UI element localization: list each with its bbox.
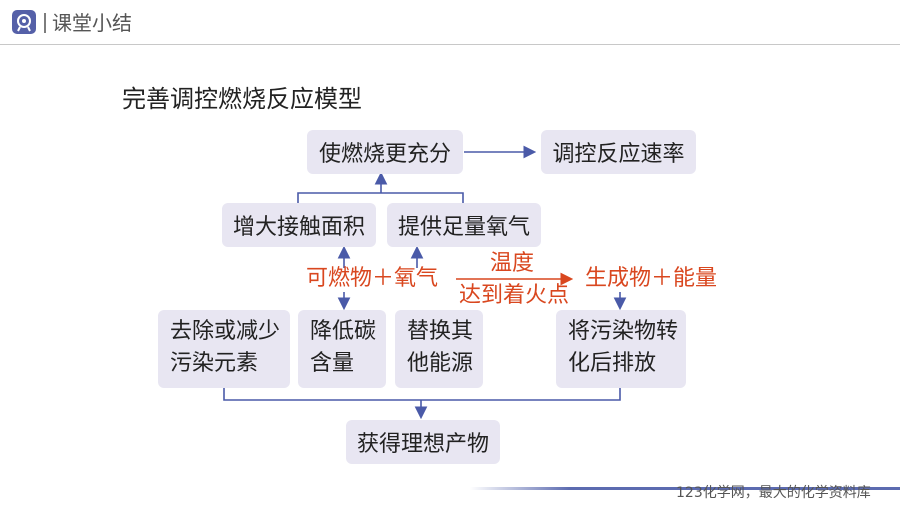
header-divider <box>0 44 900 45</box>
node-replace-energy-line2: 他能源 <box>407 351 474 376</box>
page-title: 完善调控燃烧反应模型 <box>122 85 362 113</box>
footer-accent-right <box>570 487 900 490</box>
node-treat-emissions-line2: 化后排放 <box>568 351 657 376</box>
bracket-measures <box>223 388 621 401</box>
node-increase-area: 增大接触面积 <box>222 203 376 247</box>
node-ideal-products: 获得理想产物 <box>346 420 500 464</box>
node-remove-pollutants-line2: 污染元素 <box>170 351 259 376</box>
node-supply-oxygen: 提供足量氧气 <box>387 203 541 247</box>
header-bar: 课堂小结 <box>0 0 900 46</box>
footer-accent-left <box>470 487 570 490</box>
node-full-combustion: 使燃烧更充分 <box>307 130 463 174</box>
node-remove-pollutants: 去除或减少 污染元素 <box>158 310 290 388</box>
node-treat-emissions-line1: 将污染物转 <box>568 319 679 344</box>
reaction-condition-ignition: 达到着火点 <box>459 283 570 308</box>
node-reduce-carbon: 降低碳 含量 <box>298 310 386 388</box>
node-remove-pollutants-line1: 去除或减少 <box>170 319 281 344</box>
footer-watermark: 123化学网，最大的化学资料库 <box>676 485 871 501</box>
node-replace-energy: 替换其 他能源 <box>395 310 483 388</box>
header-separator <box>44 13 46 33</box>
node-reduce-carbon-line1: 降低碳 <box>310 319 377 344</box>
node-treat-emissions: 将污染物转 化后排放 <box>556 310 686 388</box>
reaction-reactants: 可燃物＋氧气 <box>306 266 439 291</box>
atom-badge-icon <box>12 10 36 34</box>
reaction-products: 生成物＋能量 <box>585 266 718 291</box>
node-replace-energy-line1: 替换其 <box>407 319 474 344</box>
node-control-rate: 调控反应速率 <box>541 130 696 174</box>
reaction-condition-temperature: 温度 <box>490 251 535 276</box>
header-title: 课堂小结 <box>52 11 132 35</box>
node-reduce-carbon-line2: 含量 <box>310 351 355 376</box>
